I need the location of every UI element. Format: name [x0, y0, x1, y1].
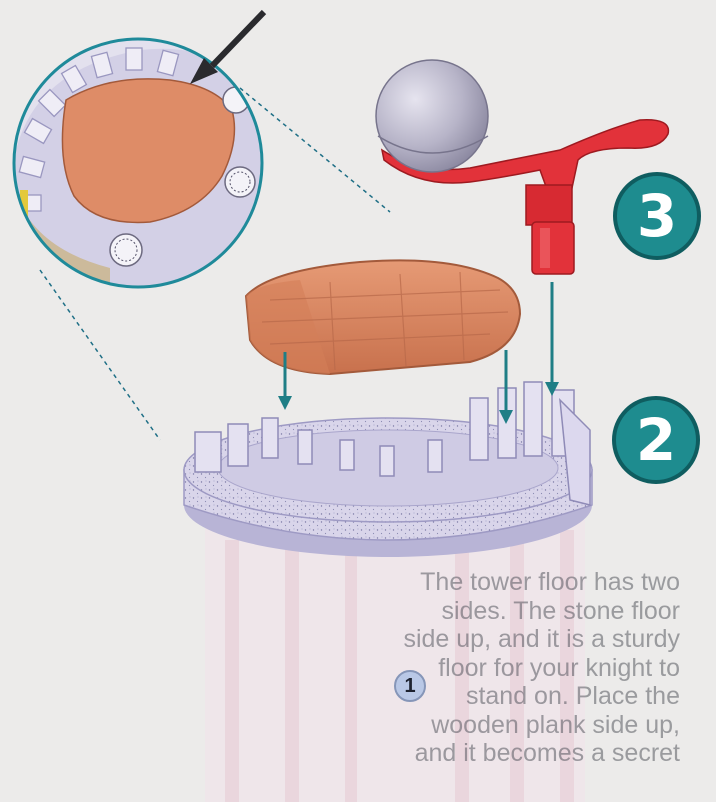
black-arrow-icon [190, 12, 264, 84]
step-1-badge: 1 [394, 670, 426, 702]
instruction-line: and it becomes a secret [390, 739, 690, 768]
tower-battlement-ring [184, 382, 592, 557]
instruction-line: The tower floor has two [390, 568, 690, 597]
step-2-badge: 2 [612, 396, 700, 484]
instruction-line: floor for your knight to [390, 654, 690, 683]
tower-floor-piece [246, 260, 520, 374]
instruction-text: The tower floor has two sides. The stone… [390, 568, 690, 768]
instruction-line: stand on. Place the [390, 682, 690, 711]
step-3-badge: 3 [613, 172, 701, 260]
instruction-line: side up, and it is a sturdy [390, 625, 690, 654]
sphere-piece [376, 60, 488, 172]
instruction-line: sides. The stone floor [390, 597, 690, 626]
detail-inset [10, 39, 270, 300]
instruction-line: wooden plank side up, [390, 711, 690, 740]
